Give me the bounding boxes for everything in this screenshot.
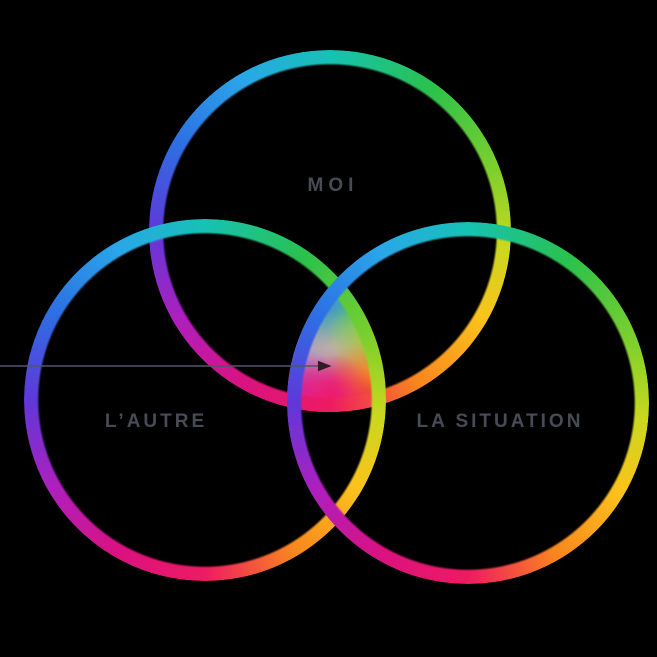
- moi-label: MOI: [307, 175, 359, 196]
- situation-circle-ring: [287, 222, 649, 584]
- situation-label: LA SITUATION: [416, 411, 584, 432]
- autre-label: L’AUTRE: [104, 411, 208, 432]
- pointer-arrow-head-icon: [318, 360, 332, 372]
